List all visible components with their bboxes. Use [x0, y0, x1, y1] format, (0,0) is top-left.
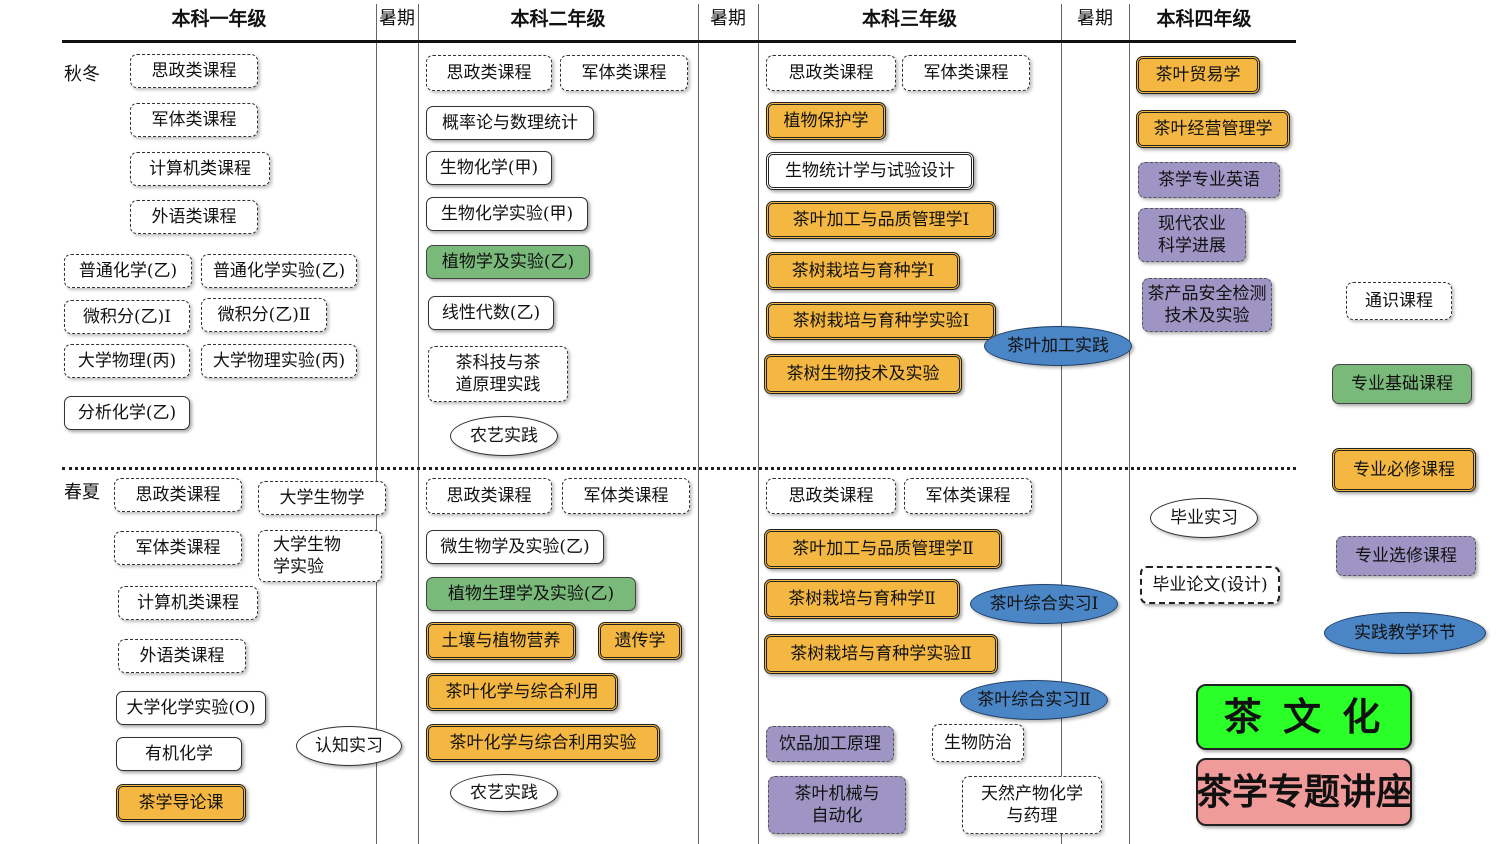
practice-ellipse: 农艺实践 — [450, 416, 558, 456]
tea-culture-banner: 茶 文 化 — [1196, 684, 1412, 750]
course-box: 茶树栽培与育种学Ⅰ — [766, 252, 960, 290]
legend-basic: 专业基础课程 — [1332, 364, 1472, 404]
course-box: 茶叶加工与品质管理学Ⅱ — [764, 529, 1002, 569]
course-box: 计算机类课程 — [130, 152, 270, 186]
course-box: 饮品加工原理 — [766, 726, 894, 762]
header-summer1: 暑期 — [379, 8, 415, 29]
practice-ellipse: 毕业实习 — [1150, 498, 1258, 538]
divider-line — [698, 4, 699, 844]
course-box: 毕业论文(设计) — [1140, 566, 1280, 604]
course-box: 茶树栽培与育种学实验Ⅰ — [766, 302, 996, 340]
course-box: 植物生理学及实验(乙) — [426, 577, 636, 611]
course-label: 大学生物学实验 — [273, 535, 341, 577]
course-box: 生物防治 — [932, 724, 1024, 762]
legend-required: 专业必修课程 — [1332, 448, 1476, 492]
semester-label-fall: 秋冬 — [64, 64, 100, 85]
course-box: 茶树栽培与育种学Ⅱ — [764, 579, 960, 619]
header-year1: 本科一年级 — [171, 8, 267, 30]
course-box: 茶树栽培与育种学实验Ⅱ — [764, 634, 998, 674]
course-box: 生物化学实验(甲) — [426, 197, 588, 231]
course-label: 茶产品安全检测技术及实验 — [1147, 284, 1267, 326]
course-box: 军体类课程 — [904, 478, 1032, 514]
course-box: 军体类课程 — [562, 478, 690, 514]
course-box: 有机化学 — [116, 737, 242, 771]
course-box: 茶叶机械与自动化 — [768, 776, 906, 834]
course-box: 思政类课程 — [766, 478, 896, 514]
divider-line — [418, 4, 419, 844]
course-box: 茶叶经营管理学 — [1136, 110, 1290, 148]
course-box: 茶叶贸易学 — [1136, 56, 1260, 94]
course-box: 思政类课程 — [114, 478, 242, 512]
practice-ellipse: 茶叶综合实习Ⅰ — [970, 584, 1118, 624]
header-year3: 本科三年级 — [861, 8, 957, 30]
course-label: 茶科技与茶道原理实践 — [455, 353, 541, 395]
course-box: 茶产品安全检测技术及实验 — [1142, 278, 1272, 332]
course-box: 概率论与数理统计 — [426, 106, 594, 140]
practice-ellipse: 认知实习 — [296, 726, 402, 766]
header-year4: 本科四年级 — [1156, 8, 1252, 30]
course-box: 茶学导论课 — [116, 784, 246, 822]
course-box: 生物化学(甲) — [426, 151, 552, 185]
course-label: 现代农业科学进展 — [1158, 214, 1226, 256]
course-box: 大学生物学实验 — [258, 530, 382, 582]
header-summer3: 暑期 — [1077, 8, 1113, 29]
course-box: 外语类课程 — [118, 639, 246, 673]
course-box: 大学化学实验(O) — [116, 691, 266, 725]
course-label: 天然产物化学与药理 — [981, 784, 1083, 826]
course-box: 军体类课程 — [560, 55, 688, 91]
course-box: 茶叶化学与综合利用 — [426, 673, 618, 711]
semester-divider — [62, 467, 1296, 470]
course-box: 大学生物学 — [258, 481, 386, 515]
legend-general: 通识课程 — [1346, 282, 1452, 320]
course-box: 普通化学(乙) — [64, 254, 192, 288]
course-box: 外语类课程 — [130, 200, 258, 234]
course-box: 茶科技与茶道原理实践 — [428, 346, 568, 402]
course-box: 大学物理(丙) — [64, 344, 190, 378]
course-box: 思政类课程 — [426, 55, 552, 91]
course-box: 普通化学实验(乙) — [201, 254, 357, 288]
course-box: 思政类课程 — [130, 54, 258, 88]
course-box: 军体类课程 — [130, 103, 258, 137]
course-box: 军体类课程 — [902, 55, 1030, 91]
course-box: 计算机类课程 — [118, 586, 258, 620]
course-box: 思政类课程 — [426, 478, 552, 514]
course-box: 遗传学 — [598, 622, 682, 660]
course-box: 土壤与植物营养 — [426, 622, 576, 660]
course-box: 现代农业科学进展 — [1138, 208, 1246, 262]
course-box: 分析化学(乙) — [64, 396, 190, 430]
course-box: 茶叶加工与品质管理学Ⅰ — [766, 201, 996, 239]
course-box: 军体类课程 — [114, 531, 242, 565]
course-box: 思政类课程 — [766, 55, 896, 91]
course-box: 线性代数(乙) — [428, 296, 554, 330]
header-rule — [62, 40, 1296, 43]
divider-line — [1061, 4, 1062, 844]
practice-ellipse: 农艺实践 — [450, 774, 558, 812]
course-box: 微积分(乙)Ⅰ — [64, 300, 190, 334]
tea-lecture-banner: 茶学专题讲座 — [1196, 758, 1412, 826]
course-box: 天然产物化学与药理 — [962, 776, 1102, 834]
semester-label-spring: 春夏 — [64, 482, 100, 503]
course-label: 茶叶机械与自动化 — [794, 784, 880, 826]
course-box: 大学物理实验(丙) — [201, 344, 357, 378]
course-box: 茶树生物技术及实验 — [764, 354, 962, 394]
legend-elective: 专业选修课程 — [1336, 536, 1476, 576]
header-year2: 本科二年级 — [510, 8, 606, 30]
legend-practice: 实践教学环节 — [1324, 612, 1486, 654]
course-box: 微生物学及实验(乙) — [426, 530, 604, 564]
course-box: 植物学及实验(乙) — [426, 245, 590, 279]
divider-line — [376, 4, 377, 844]
header-summer2: 暑期 — [710, 8, 746, 29]
divider-line — [758, 4, 759, 844]
course-box: 茶学专业英语 — [1138, 162, 1280, 198]
course-box: 生物统计学与试验设计 — [766, 152, 974, 190]
course-box: 茶叶化学与综合利用实验 — [426, 724, 660, 762]
course-box: 微积分(乙)Ⅱ — [201, 298, 327, 332]
divider-line — [1129, 4, 1130, 844]
practice-ellipse: 茶叶加工实践 — [984, 326, 1132, 366]
course-box: 植物保护学 — [766, 102, 886, 140]
practice-ellipse: 茶叶综合实习Ⅱ — [960, 680, 1108, 720]
